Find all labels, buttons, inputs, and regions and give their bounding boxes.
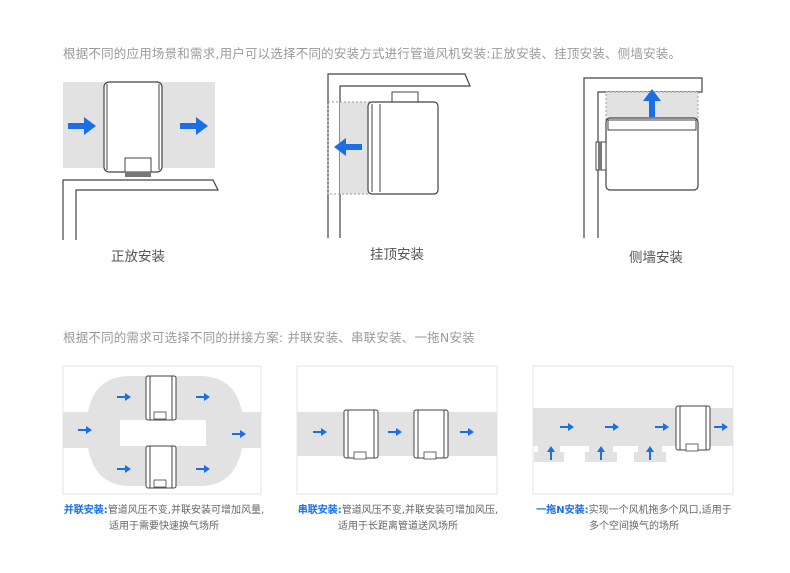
airflow-arrow-icon (68, 117, 208, 135)
series-caption-line2: 适用于长距离管道送风场所 (338, 521, 458, 532)
floor-mount-label: 正放安装 (111, 249, 165, 265)
series-caption-line1: 管道风压不变,并联安装可增加风压, (341, 505, 499, 516)
one-to-n-caption-line1: 实现一个风机拖多个风口,适用于 (588, 505, 732, 516)
series-caption-title: 串联安装: (297, 505, 342, 516)
combo-intro-text: 根据不同的需求可选择不同的拼接方案: 并联安装、串联安装、一拖N安装 (63, 330, 475, 345)
ceiling-mount-diagram (327, 73, 471, 238)
parallel-caption-title: 并联安装: (63, 505, 108, 516)
airflow-arrow-icon (334, 138, 362, 156)
one-to-n-caption-title: 一拖N安装: (536, 505, 589, 516)
one-to-n-combo-diagram (532, 365, 734, 495)
parallel-caption-line1: 管道风压不变,并联安装可增加风量, (107, 505, 265, 516)
series-combo-diagram (296, 365, 498, 495)
one-to-n-caption: 一拖N安装:实现一个风机拖多个风口,适用于 多个空间换气的场所 (519, 503, 749, 535)
airflow-arrow-icon (643, 89, 661, 117)
airflow-arrow-icon (547, 423, 728, 460)
series-caption: 串联安装:管道风压不变,并联安装可增加风压, 适用于长距离管道送风场所 (283, 503, 513, 535)
wall-mount-label: 侧墙安装 (629, 250, 683, 266)
parallel-caption-line2: 适用于需要快速换气场所 (109, 521, 219, 532)
airflow-arrow-icon (313, 428, 474, 436)
airflow-arrow-icon (78, 393, 246, 473)
floor-mount-diagram (62, 81, 219, 240)
ceiling-mount-label: 挂顶安装 (370, 247, 424, 263)
wall-mount-diagram (583, 77, 703, 238)
parallel-combo-diagram (62, 365, 262, 495)
install-intro-text: 根据不同的应用场景和需求,用户可以选择不同的安装方式进行管道风机安装:正放安装、… (63, 46, 682, 61)
parallel-caption: 并联安装:管道风压不变,并联安装可增加风量, 适用于需要快速换气场所 (49, 503, 279, 535)
one-to-n-caption-line2: 多个空间换气的场所 (589, 521, 679, 532)
